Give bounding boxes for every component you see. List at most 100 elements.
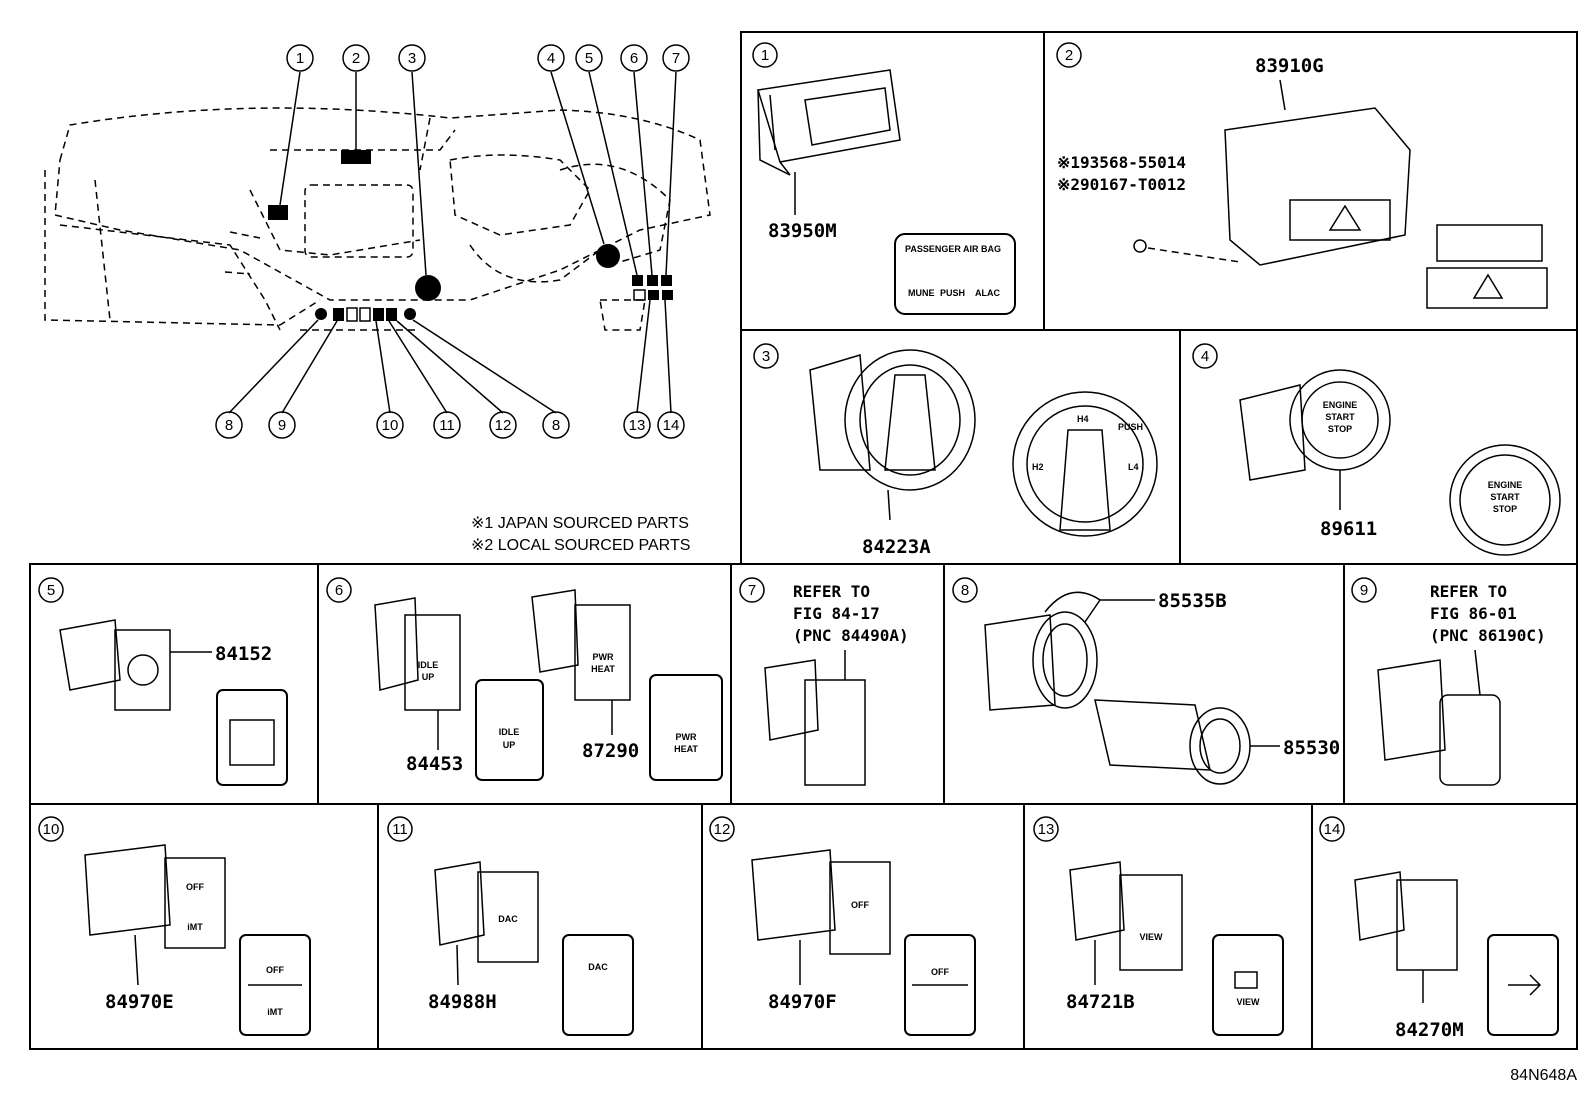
svg-text:13: 13 [1038,821,1055,838]
part-marker-3 [415,275,441,301]
svg-text:3: 3 [762,348,770,365]
part-marker-4 [596,244,620,268]
callout-12: 12 [489,411,517,439]
ref-193568-55014: ※193568-55014 [1057,153,1186,172]
part-marker-2 [341,150,371,164]
svg-text:9: 9 [278,417,286,434]
svg-text:3: 3 [408,50,416,67]
part-number-84988H: 84988H [428,991,497,1013]
svg-text:ENGINE: ENGINE [1488,480,1523,490]
panel-7: 7 REFER TO FIG 84-17 (PNC 84490A) [739,577,909,786]
callout-9: 9 [268,411,296,439]
part-number-84970F: 84970F [768,991,837,1013]
svg-text:4: 4 [1201,348,1209,365]
svg-text:H2: H2 [1032,462,1044,472]
refer-to-label-2: REFER TO [1430,582,1507,601]
svg-text:IDLE: IDLE [418,660,439,670]
svg-text:iMT: iMT [267,1007,283,1017]
svg-text:14: 14 [1324,821,1341,838]
figure-code: 84N648A [1510,1067,1577,1084]
svg-text:PWR: PWR [676,732,697,742]
switch-cluster-lower [315,307,416,322]
callout-13: 13 [623,411,651,439]
callout-14: 14 [657,411,685,439]
svg-text:ALAC: ALAC [975,288,1000,298]
svg-text:PWR: PWR [593,652,614,662]
refer-fig-label: FIG 84-17 [793,604,880,623]
svg-text:HEAT: HEAT [674,744,698,754]
svg-text:6: 6 [335,582,343,599]
callout-6: 6 [620,44,648,72]
callout-5: 5 [575,44,603,72]
callout-2: 2 [342,44,370,72]
svg-text:OFF: OFF [851,900,869,910]
svg-text:12: 12 [495,417,512,434]
panel-3: 3 84223A H4 PUSH H2 L4 [753,343,1158,558]
part-number-85535B: 85535B [1158,590,1227,612]
part-number-84270M: 84270M [1395,1019,1464,1041]
svg-text:13: 13 [629,417,646,434]
svg-text:DAC: DAC [588,962,608,972]
svg-text:8: 8 [961,582,969,599]
svg-text:START: START [1490,492,1520,502]
svg-text:8: 8 [225,417,233,434]
svg-text:PASSENGER AIR BAG: PASSENGER AIR BAG [905,244,1001,254]
svg-text:START: START [1325,412,1355,422]
svg-text:OFF: OFF [266,965,284,975]
svg-text:STOP: STOP [1493,504,1517,514]
part-number-83950M: 83950M [768,220,837,242]
svg-text:5: 5 [47,582,55,599]
refer-pnc-label-2: (PNC 86190C) [1430,626,1546,645]
part-number-84721B: 84721B [1066,991,1135,1013]
callout-8-right: 8 [542,411,570,439]
svg-text:STOP: STOP [1328,424,1352,434]
svg-text:9: 9 [1360,582,1368,599]
panel-14: 14 84270M [1319,816,1559,1041]
svg-text:ENGINE: ENGINE [1323,400,1358,410]
svg-text:11: 11 [439,417,455,434]
svg-text:4: 4 [547,50,555,67]
svg-text:HEAT: HEAT [591,664,615,674]
svg-text:VIEW: VIEW [1139,932,1163,942]
note-local: ※2 LOCAL SOURCED PARTS [471,537,690,554]
part-number-84223A: 84223A [862,536,931,558]
svg-text:12: 12 [714,821,731,838]
callout-11: 11 [433,411,461,439]
svg-text:6: 6 [630,50,638,67]
callout-10: 10 [376,411,404,439]
callout-8-left: 8 [215,411,243,439]
refer-to-label: REFER TO [793,582,870,601]
svg-text:1: 1 [296,50,304,67]
svg-text:2: 2 [352,50,360,67]
panel-12: 12 OFF 84970F OFF [709,816,976,1036]
panel-grid [29,31,1578,1050]
svg-text:2: 2 [1065,47,1073,64]
part-number-84970E: 84970E [105,991,174,1013]
svg-text:UP: UP [422,672,435,682]
svg-text:PUSH: PUSH [940,288,965,298]
callout-1: 1 [286,44,314,72]
panel-11: 11 DAC 84988H DAC [387,816,634,1036]
svg-text:UP: UP [503,740,516,750]
part-number-87290: 87290 [582,740,639,762]
callout-4: 4 [537,44,565,72]
svg-text:7: 7 [748,582,756,599]
panel-4: 4 ENGINE START STOP 89611 ENGINE START S… [1192,343,1561,556]
panel-6: 6 IDLE UP 84453 IDLE UP PWR HEAT 87290 P… [326,577,723,781]
refer-fig-label-2: FIG 86-01 [1430,604,1517,623]
part-marker-1 [268,205,288,220]
svg-text:DAC: DAC [498,914,518,924]
svg-text:11: 11 [392,821,408,838]
svg-text:OFF: OFF [186,882,204,892]
svg-text:1: 1 [761,47,769,64]
panel-9: 9 REFER TO FIG 86-01 (PNC 86190C) [1351,577,1546,786]
svg-text:iMT: iMT [187,922,203,932]
panel-1: 1 83950M PASSENGER AIR BAG MUNE PUSH ALA… [752,42,1016,315]
panel-10: 10 OFF iMT 84970E OFF iMT [38,816,311,1036]
svg-text:10: 10 [43,821,60,838]
part-number-84152: 84152 [215,643,272,665]
part-number-85530: 85530 [1283,737,1340,759]
panel-13: 13 VIEW 84721B VIEW [1033,816,1284,1036]
callout-3: 3 [398,44,426,72]
dashboard-overview: 1 2 3 4 5 6 7 8 9 10 11 12 8 13 14 ※1 JA… [44,44,711,554]
